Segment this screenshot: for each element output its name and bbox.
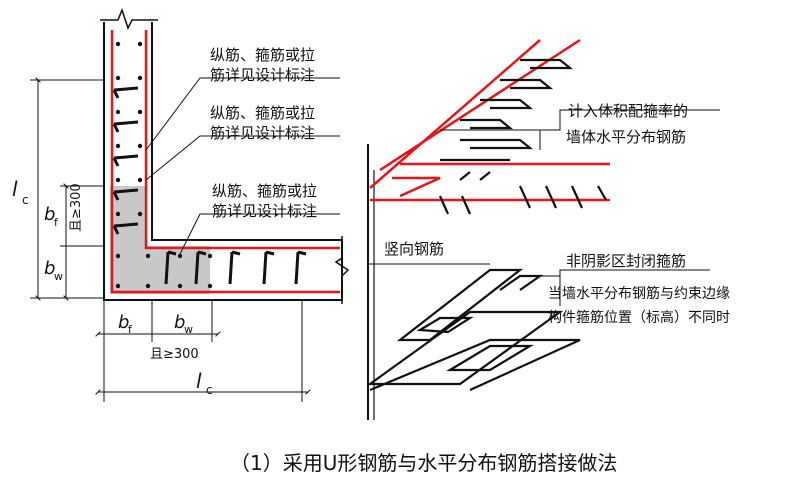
break-mark-top: [100, 7, 158, 30]
iso-text: 计入体积配箍率的 墙体水平分布钢筋 竖向钢筋 非阴影区封闭箍筋 当墙水平分布钢筋…: [384, 102, 730, 326]
note-line-2: 构件箍筋位置（标高）不同时: [548, 309, 730, 326]
non-shaded-stirrup-label: 非阴影区封闭箍筋: [566, 252, 686, 270]
lower-stirrups: [366, 268, 581, 392]
note-3-line-2: 筋详见设计标注: [212, 202, 317, 220]
volume-ratio-line-1: 计入体积配箍率的: [568, 102, 688, 120]
wall-outline: [103, 22, 343, 301]
plan-text: 纵筋、箍筋或拉 筋详见设计标注 纵筋、箍筋或拉 筋详见设计标注 纵筋、箍筋或拉 …: [12, 46, 317, 397]
caption: （1）采用U形钢筋与水平分布钢筋搭接做法: [230, 451, 617, 475]
u-bar-inner: [144, 30, 340, 250]
upper-hooks: [438, 58, 607, 215]
lc-left-sub: c: [22, 193, 29, 207]
bw-left-label: b: [44, 258, 55, 279]
bw-bottom-sub: w: [184, 323, 193, 336]
min-300-bottom: 且≥300: [150, 347, 199, 362]
note-3-line-1: 纵筋、箍筋或拉: [212, 182, 317, 200]
min-300-left: 且≥300: [69, 183, 84, 232]
bw-left-sub: w: [54, 270, 63, 283]
lc-left-label: l: [12, 177, 18, 201]
vertical-bar-dots: [115, 41, 213, 289]
plan-view: [30, 7, 350, 402]
tie-hooks-horizontal: [164, 250, 307, 285]
note-line-1: 当墙水平分布钢筋与约束边缘: [548, 285, 730, 302]
dimension-left: [30, 77, 104, 301]
tie-hooks-vertical: [112, 86, 139, 235]
note-1-line-1: 纵筋、箍筋或拉: [210, 46, 315, 64]
iso-leader-lines: [368, 109, 720, 306]
horizontal-bars-red: [369, 38, 610, 202]
vertical-bar-label: 竖向钢筋: [384, 240, 444, 258]
shaded-zone: [110, 186, 210, 294]
volume-ratio-line-2: 墙体水平分布钢筋: [566, 128, 686, 146]
note-2-line-2: 筋详见设计标注: [210, 124, 315, 142]
bw-bottom-label: b: [174, 312, 185, 333]
bf-bottom-sub: f: [128, 323, 133, 336]
dimension-bottom: [95, 300, 311, 402]
iso-view: [366, 38, 720, 420]
leader-lines: [145, 77, 340, 255]
bf-bottom-label: b: [118, 312, 129, 333]
note-1-line-2: 筋详见设计标注: [210, 66, 315, 84]
note-2-line-1: 纵筋、箍筋或拉: [210, 104, 315, 122]
u-bar-vertical: [110, 30, 340, 294]
lc-bottom-sub: c: [206, 383, 213, 397]
bf-left-label: b: [44, 204, 55, 225]
bf-left-sub: f: [54, 216, 59, 229]
break-mark-right: [334, 236, 350, 304]
lc-bottom-label: l: [196, 369, 202, 393]
